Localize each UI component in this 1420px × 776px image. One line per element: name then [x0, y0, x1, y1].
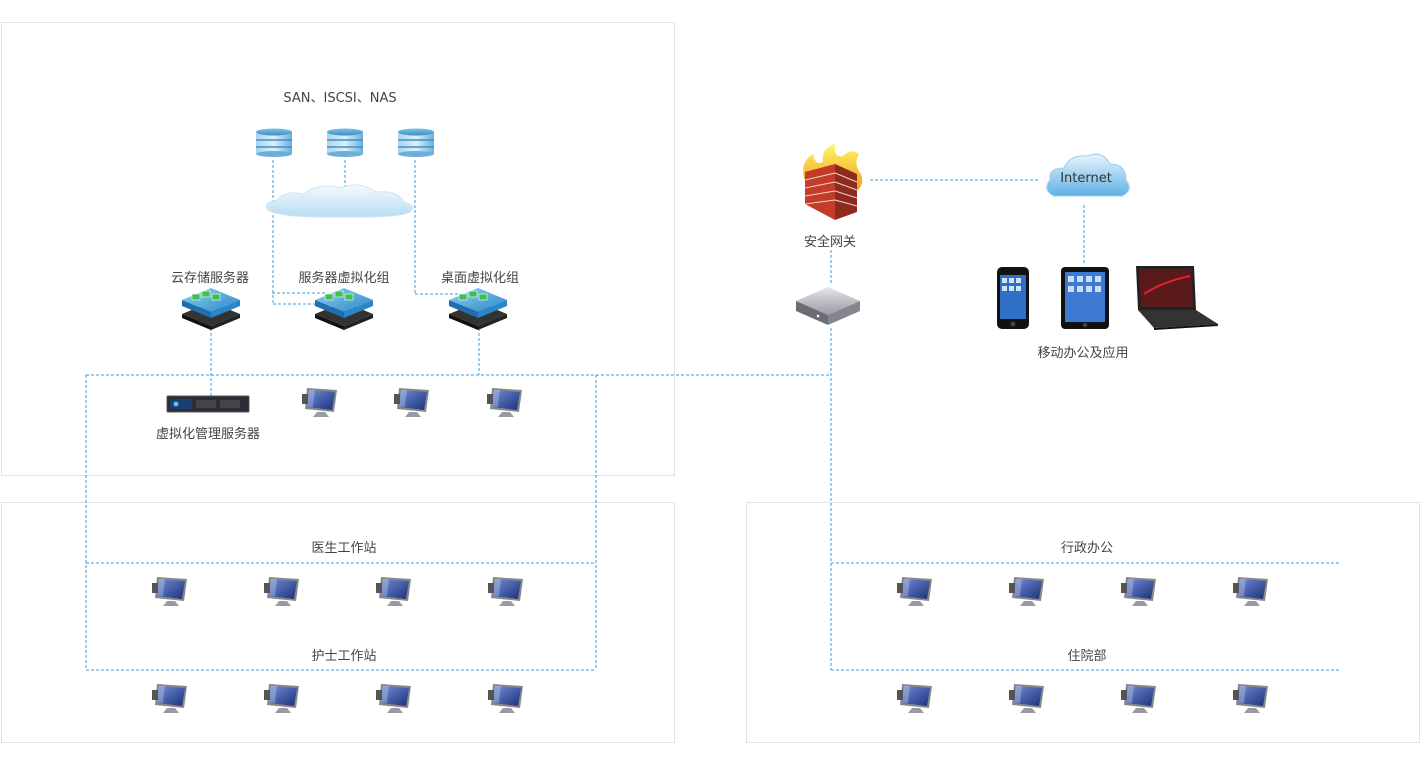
phone-icon: [997, 267, 1029, 329]
thin-client-icon: [376, 577, 411, 606]
firewall-icon: [803, 144, 863, 220]
internet-label: Internet: [1060, 171, 1112, 186]
server-virtualization-icon: [315, 288, 373, 330]
tablet-icon: [1061, 267, 1109, 329]
clinical-panel: [1, 502, 675, 743]
database-icon: [327, 128, 363, 157]
office-panel: [746, 502, 1420, 743]
thin-client-icon: [897, 577, 932, 606]
thin-client-icon: [897, 684, 932, 713]
thin-client-icon: [264, 684, 299, 713]
thin-client-icon: [488, 684, 523, 713]
cloud-storage-server-label: 云存储服务器: [170, 271, 250, 286]
gateway-label: 安全网关: [803, 235, 857, 250]
storage-cloud-icon: [265, 184, 414, 218]
thin-client-icon: [1233, 577, 1268, 606]
database-icon: [398, 128, 434, 157]
thin-client-icon: [302, 388, 337, 417]
thin-client-icon: [1009, 684, 1044, 713]
thin-client-icon: [152, 577, 187, 606]
thin-client-icon: [394, 388, 429, 417]
thin-client-icon: [488, 577, 523, 606]
thin-client-icon: [1009, 577, 1044, 606]
laptop-icon: [1136, 266, 1218, 330]
storage-protocols-label: SAN、ISCSI、NAS: [283, 91, 397, 106]
internet-cloud-icon: [1046, 153, 1130, 197]
nurse-station-label: 护士工作站: [311, 649, 377, 664]
thin-client-icon: [1121, 577, 1156, 606]
desktop-virtualization-label: 桌面虚拟化组: [440, 271, 520, 286]
thin-client-icon: [376, 684, 411, 713]
admin-office-label: 行政办公: [1060, 541, 1114, 556]
thin-client-icon: [1121, 684, 1156, 713]
doctor-station-label: 医生工作站: [311, 541, 377, 556]
thin-client-icon: [487, 388, 522, 417]
mobile-office-label: 移动办公及应用: [1037, 346, 1129, 361]
switch-icon: [796, 287, 860, 325]
datacenter-panel: [1, 22, 675, 476]
virtualization-management-label: 虚拟化管理服务器: [155, 427, 261, 442]
desktop-virtualization-icon: [449, 288, 507, 330]
cloud-storage-server-icon: [182, 288, 240, 330]
inpatient-label: 住院部: [1067, 649, 1107, 664]
database-icon: [256, 128, 292, 157]
thin-client-icon: [1233, 684, 1268, 713]
server-virtualization-label: 服务器虚拟化组: [298, 271, 390, 286]
rack-server-icon: [166, 395, 250, 413]
thin-client-icon: [264, 577, 299, 606]
thin-client-icon: [152, 684, 187, 713]
